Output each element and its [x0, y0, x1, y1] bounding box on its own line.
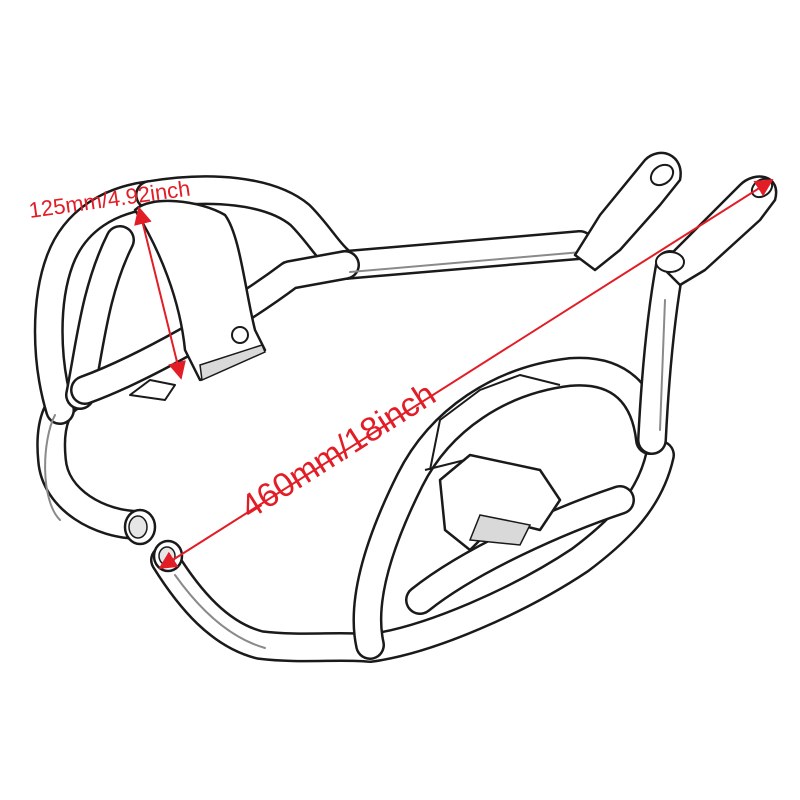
length-dimension-line [158, 179, 774, 569]
